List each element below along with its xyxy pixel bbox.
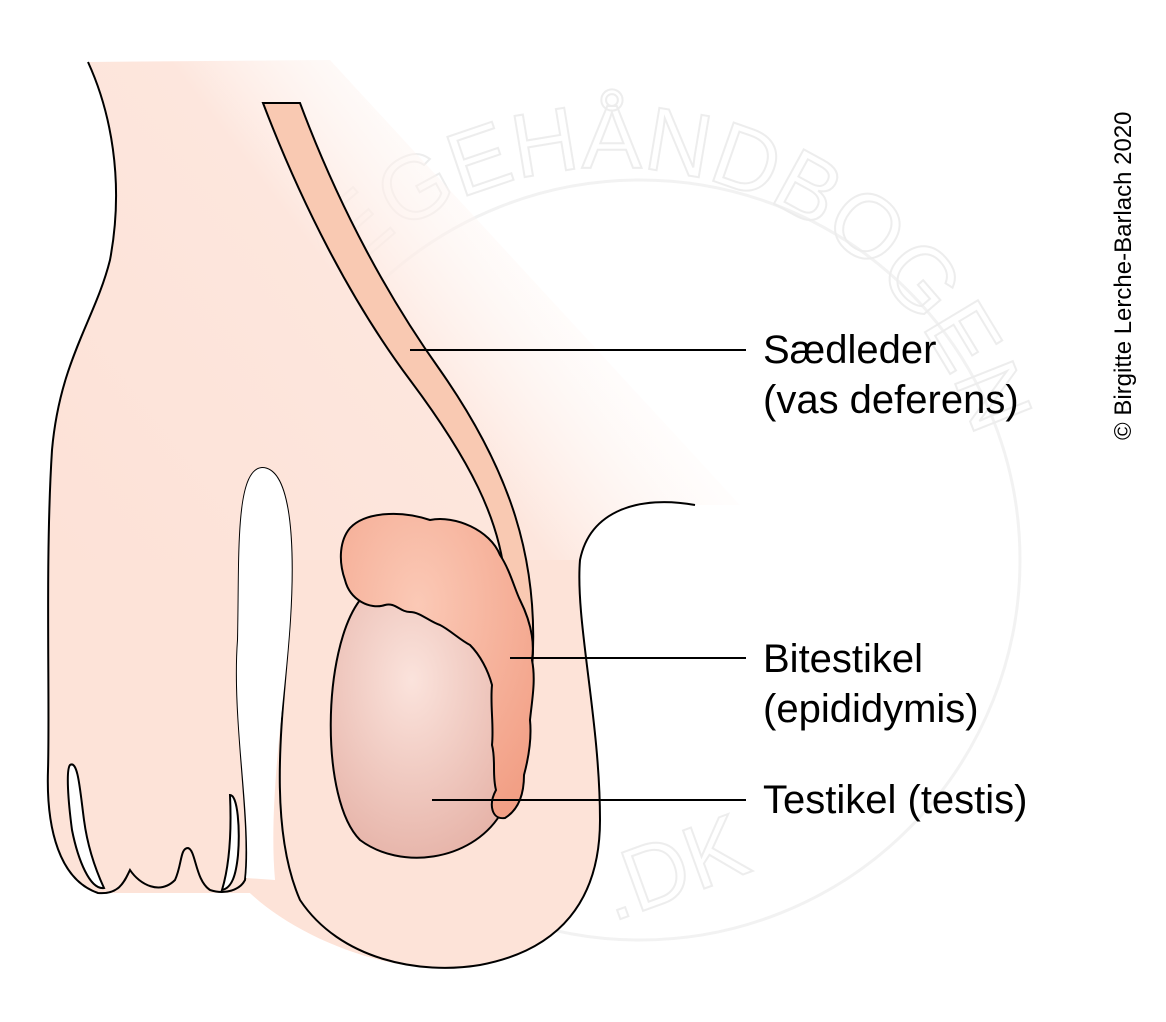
label-vas-deferens-latin: (vas deferens) bbox=[763, 378, 1019, 422]
gap bbox=[236, 468, 292, 880]
label-epididymis-latin: (epididymis) bbox=[763, 687, 979, 731]
copyright: © Birgitte Lerche-Barlach 2020 bbox=[1110, 111, 1137, 440]
body-outline bbox=[46, 61, 696, 969]
svg-text:.DK: .DK bbox=[585, 795, 760, 940]
epididymis bbox=[339, 512, 535, 820]
foreskin-slit-left bbox=[66, 763, 106, 890]
label-epididymis: Bitestikel bbox=[763, 637, 923, 681]
label-vas-deferens: Sædleder bbox=[763, 328, 936, 372]
label-testis: Testikel (testis) bbox=[763, 778, 1028, 822]
foreskin-slit-right bbox=[220, 793, 240, 892]
